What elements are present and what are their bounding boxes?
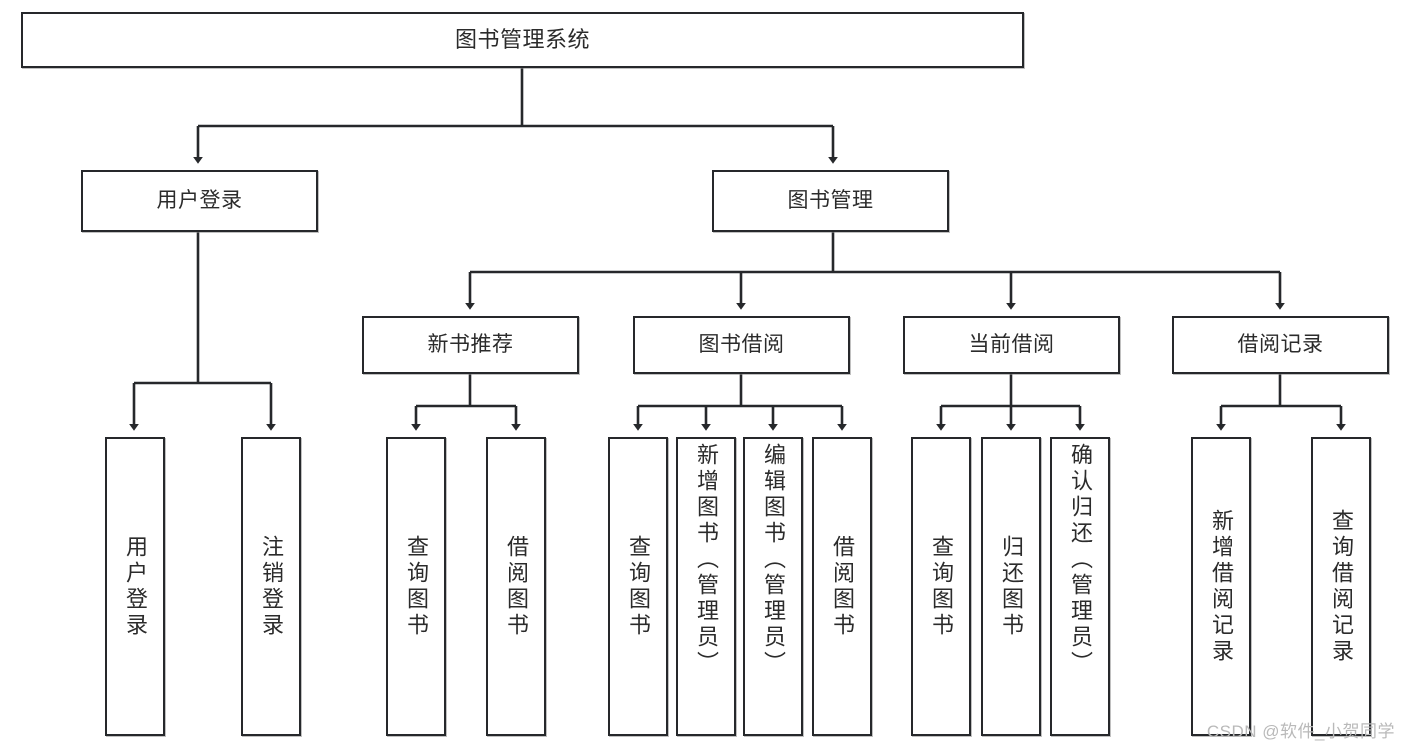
node-label: 新增借阅记录 xyxy=(1209,508,1234,665)
node-leaf-confirm-return-admin[interactable]: 确认归还（管理员） xyxy=(1050,437,1110,736)
node-leaf-add-book-admin[interactable]: 新增图书（管理员） xyxy=(676,437,736,736)
node-label: 借阅图书 xyxy=(830,534,855,639)
node-label: 借阅图书 xyxy=(504,534,529,639)
node-current-borrow[interactable]: 当前借阅 xyxy=(903,316,1120,374)
node-leaf-return-book[interactable]: 归还图书 xyxy=(981,437,1041,736)
node-label: 借阅记录 xyxy=(1237,333,1324,357)
node-label: 图书管理 xyxy=(787,189,874,213)
node-label: 用户登录 xyxy=(123,534,148,639)
node-leaf-borrow-book-borrow[interactable]: 借阅图书 xyxy=(812,437,872,736)
node-leaf-query-book-borrow[interactable]: 查询图书 xyxy=(608,437,668,736)
node-leaf-logout-login[interactable]: 注销登录 xyxy=(241,437,301,736)
node-label: 查询图书 xyxy=(929,534,954,639)
node-label: 新书推荐 xyxy=(427,333,514,357)
node-label: 查询借阅记录 xyxy=(1329,508,1354,665)
node-book-borrow[interactable]: 图书借阅 xyxy=(633,316,850,374)
node-label: 查询图书 xyxy=(404,534,429,639)
node-label: 用户登录 xyxy=(156,189,243,213)
node-leaf-borrow-book-recommend[interactable]: 借阅图书 xyxy=(486,437,546,736)
node-leaf-user-login[interactable]: 用户登录 xyxy=(105,437,165,736)
node-new-book-recommend[interactable]: 新书推荐 xyxy=(362,316,579,374)
node-label: 图书管理系统 xyxy=(454,26,590,52)
node-leaf-add-borrow-record[interactable]: 新增借阅记录 xyxy=(1191,437,1251,736)
node-label: 查询图书 xyxy=(626,534,651,639)
node-label: 新增图书（管理员） xyxy=(694,443,719,677)
node-leaf-query-borrow-record[interactable]: 查询借阅记录 xyxy=(1311,437,1371,736)
node-leaf-query-book-current[interactable]: 查询图书 xyxy=(911,437,971,736)
node-label: 注销登录 xyxy=(259,534,284,639)
node-label: 归还图书 xyxy=(999,534,1024,639)
node-label: 当前借阅 xyxy=(968,333,1055,357)
node-label: 确认归还（管理员） xyxy=(1068,443,1093,677)
node-label: 编辑图书（管理员） xyxy=(761,443,786,677)
node-root-book-management-system[interactable]: 图书管理系统 xyxy=(21,12,1024,68)
node-borrow-record[interactable]: 借阅记录 xyxy=(1172,316,1389,374)
node-leaf-query-book-recommend[interactable]: 查询图书 xyxy=(386,437,446,736)
node-leaf-edit-book-admin[interactable]: 编辑图书（管理员） xyxy=(743,437,803,736)
node-user-login[interactable]: 用户登录 xyxy=(81,170,318,232)
node-label: 图书借阅 xyxy=(698,333,785,357)
node-book-management[interactable]: 图书管理 xyxy=(712,170,949,232)
